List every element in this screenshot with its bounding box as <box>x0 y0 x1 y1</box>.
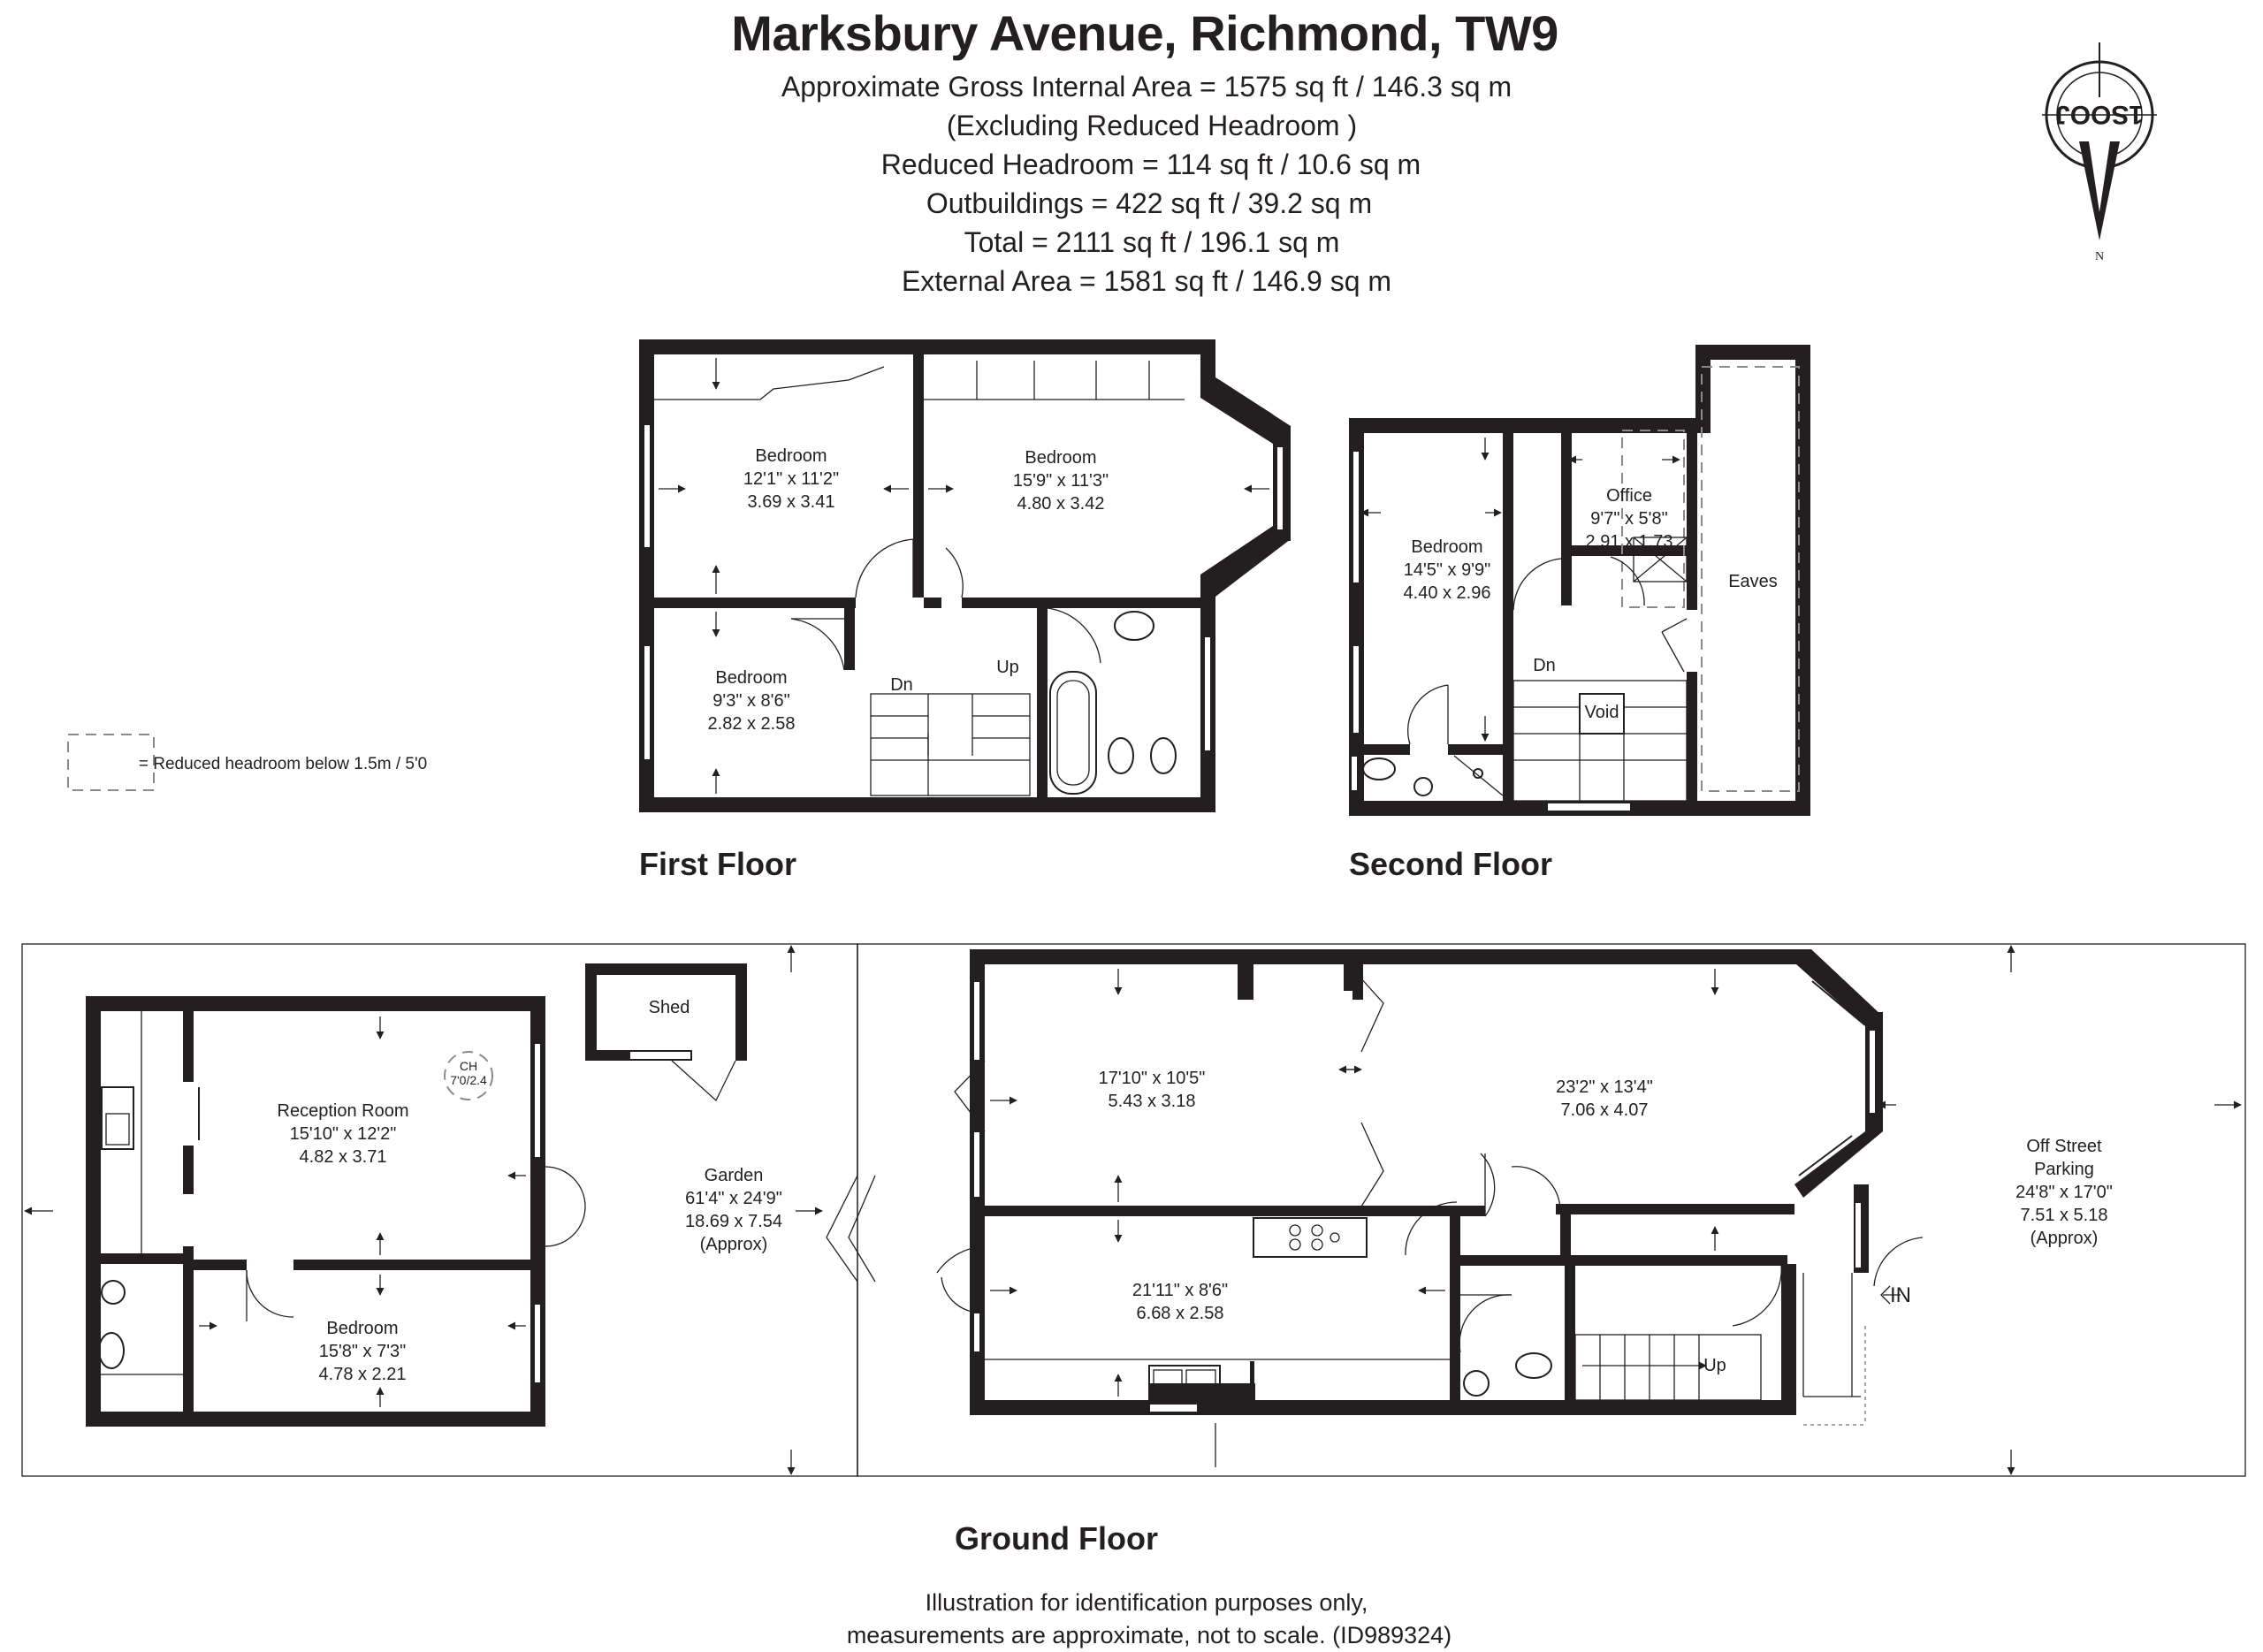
first-floor-label: First Floor <box>639 846 796 882</box>
first-floor-plan <box>639 339 1291 812</box>
room-label-gf-front: 17'10" x 10'5"5.43 x 3.18 <box>1098 1069 1206 1111</box>
area-excluding-note: (Excluding Reduced Headroom ) <box>946 110 1358 141</box>
room-label-gf-kitchen: 21'11" x 8'6"6.68 x 2.58 <box>1132 1281 1229 1323</box>
legend-text: = Reduced headroom below 1.5m / 5'0 <box>138 755 428 773</box>
second-floor-label: Second Floor <box>1349 846 1553 882</box>
compass-icon <box>2042 42 2157 240</box>
gf-entrance-label: IN <box>1890 1283 1911 1307</box>
area-gross-internal: Approximate Gross Internal Area = 1575 s… <box>781 71 1512 103</box>
ff-stairs-down-label: Dn <box>890 675 913 695</box>
area-reduced-headroom: Reduced Headroom = 114 sq ft / 10.6 sq m <box>880 148 1421 180</box>
second-floor-plan <box>1349 345 1810 816</box>
ground-floor-label: Ground Floor <box>955 1520 1158 1557</box>
legend-reduced-headroom-swatch <box>67 734 155 791</box>
ground-floor-plan <box>21 943 2246 1477</box>
sf-stairs-down-label: Dn <box>1533 656 1556 675</box>
area-total: Total = 2111 sq ft / 196.1 sq m <box>964 226 1340 258</box>
room-label-gf-main: 23'2" x 13'4"7.06 x 4.07 <box>1556 1077 1653 1120</box>
compass-north: N <box>2095 250 2104 263</box>
plan-title: Marksbury Avenue, Richmond, TW9 <box>731 5 1558 61</box>
disclaimer-line-2: measurements are approximate, not to sca… <box>846 1622 1452 1648</box>
ff-stairs-up-label: Up <box>996 658 1019 677</box>
area-external: External Area = 1581 sq ft / 146.9 sq m <box>901 265 1392 297</box>
room-label-shed: Shed <box>648 998 690 1017</box>
disclaimer-line-1: Illustration for identification purposes… <box>925 1589 1368 1616</box>
gf-stairs-up-label: Up <box>1703 1356 1726 1375</box>
area-outbuildings: Outbuildings = 422 sq ft / 39.2 sq m <box>926 187 1373 219</box>
compass-logo: 1SOOJ <box>2055 100 2144 129</box>
room-label-sf-eaves: Eaves <box>1728 572 1778 591</box>
room-label-sf-void: Void <box>1584 703 1619 722</box>
